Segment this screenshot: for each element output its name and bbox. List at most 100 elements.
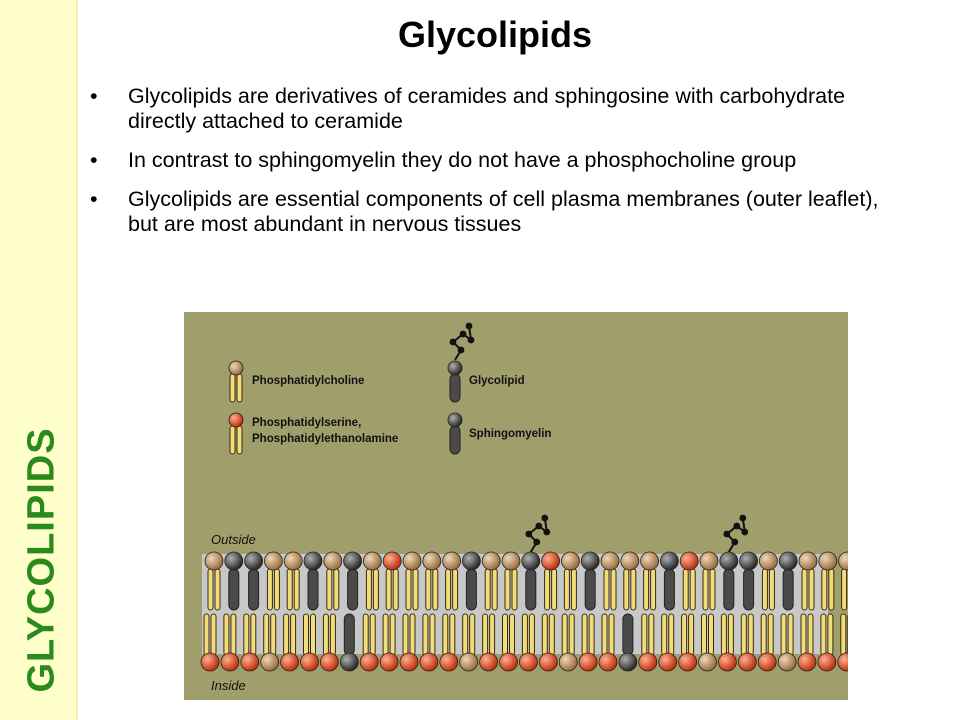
outer-lipid	[343, 551, 363, 611]
lipid-tail	[214, 568, 221, 611]
lipid-head	[244, 551, 263, 571]
inner-lipid	[300, 613, 319, 672]
lipid-head	[737, 652, 757, 672]
lipid-tail	[449, 613, 456, 656]
bullet-item: •Glycolipids are essential components of…	[88, 187, 908, 237]
lipid-head	[698, 652, 717, 672]
lipid-head	[719, 551, 739, 571]
lipid-tail	[236, 425, 243, 455]
sugar-unit	[535, 522, 543, 530]
lipid-head	[521, 551, 541, 571]
outer-lipid	[580, 551, 600, 611]
lipid-tail	[229, 373, 236, 403]
sugar-unit	[733, 522, 741, 530]
lipid-head	[220, 652, 240, 672]
lipid-tail	[767, 613, 774, 656]
inner-lipid	[240, 613, 260, 672]
lipid-head	[362, 551, 382, 571]
lipid-head	[442, 551, 462, 571]
outer-lipid	[224, 551, 244, 611]
inner-lipid	[260, 613, 280, 672]
legend-label-phosphatidylcholine: Phosphatidylcholine	[252, 375, 364, 387]
sugar-unit	[543, 528, 551, 536]
lipid-tail	[584, 568, 596, 611]
lipid-tail	[333, 568, 340, 611]
outer-lipid	[620, 551, 640, 611]
lipid-tail	[551, 568, 558, 611]
lipid-tail	[425, 568, 432, 611]
lipid-tail	[489, 613, 496, 656]
lipid-tail	[385, 568, 392, 611]
lipid-head	[798, 551, 818, 571]
lipid-tail	[702, 568, 709, 611]
lipid-tail	[286, 568, 293, 611]
inner-lipid	[598, 613, 618, 672]
sidebar-divider	[76, 0, 78, 720]
outside-label: Outside	[211, 532, 256, 547]
bullet-icon: •	[90, 148, 98, 172]
outer-lipid	[659, 551, 679, 611]
lipid-head	[718, 652, 737, 672]
lipid-tail	[608, 613, 615, 656]
lipid-tail	[322, 613, 329, 656]
lipid-head	[638, 652, 658, 672]
lipid-tail	[761, 568, 768, 611]
inner-lipid	[339, 613, 359, 672]
lipid-tail	[544, 568, 551, 611]
lipid-tail	[661, 613, 668, 656]
inner-lipid	[678, 613, 698, 672]
lipid-tail	[541, 613, 548, 656]
lipid-tail	[709, 568, 716, 611]
lipid-head	[678, 652, 698, 672]
lipid-tail	[808, 568, 815, 611]
lipid-tail	[787, 613, 794, 656]
sugar-unit	[541, 514, 549, 522]
inner-lipid	[379, 613, 399, 672]
lipid-tail	[484, 568, 491, 611]
lipid-head	[658, 652, 678, 672]
lipid-head	[518, 652, 538, 672]
lipid-head	[578, 652, 598, 672]
legend-icon-phosphatidylcholine	[228, 360, 244, 403]
lipid-tail	[482, 613, 489, 656]
lipid-head	[817, 652, 837, 672]
legend-label-sphingomyelin: Sphingomyelin	[469, 428, 551, 440]
lipid-tail	[610, 568, 617, 611]
lipid-head	[339, 652, 359, 672]
lipid-head	[481, 551, 501, 571]
lipid-head	[560, 551, 580, 571]
lipid-head	[280, 652, 299, 672]
lipid-tail	[429, 613, 436, 656]
lipid-head	[422, 551, 442, 571]
outer-lipid	[759, 551, 778, 611]
lipid-tail	[570, 568, 577, 611]
inner-lipid	[698, 613, 717, 672]
lipid-head	[759, 551, 778, 571]
lipid-tail	[369, 613, 376, 656]
lipid-head	[558, 652, 578, 672]
outer-lipid	[402, 551, 422, 611]
lipid-tail	[412, 568, 419, 611]
lipid-tail	[293, 568, 300, 611]
sugar-unit	[465, 322, 473, 330]
lipid-tail	[623, 568, 630, 611]
inner-lipid	[459, 613, 479, 672]
lipid-tail	[548, 613, 555, 656]
outer-lipid	[481, 551, 501, 611]
lipid-head	[402, 551, 422, 571]
lipid-tail	[230, 613, 237, 656]
lipid-tail	[432, 568, 439, 611]
bullet-icon: •	[90, 187, 98, 211]
lipid-tail	[266, 568, 273, 611]
lipid-tail	[641, 613, 648, 656]
lipid-tail	[343, 613, 355, 656]
inner-lipid	[618, 613, 638, 672]
legend-icon-glycolipid	[447, 322, 475, 403]
lipid-head	[778, 551, 798, 571]
sugar-unit	[467, 336, 475, 344]
lipid-tail	[568, 613, 575, 656]
lipid-tail	[743, 568, 755, 611]
legend-label-phosphatidylethanolamine: Phosphatidylethanolamine	[252, 433, 398, 445]
outer-lipid	[838, 551, 848, 611]
outer-lipid	[600, 551, 620, 611]
